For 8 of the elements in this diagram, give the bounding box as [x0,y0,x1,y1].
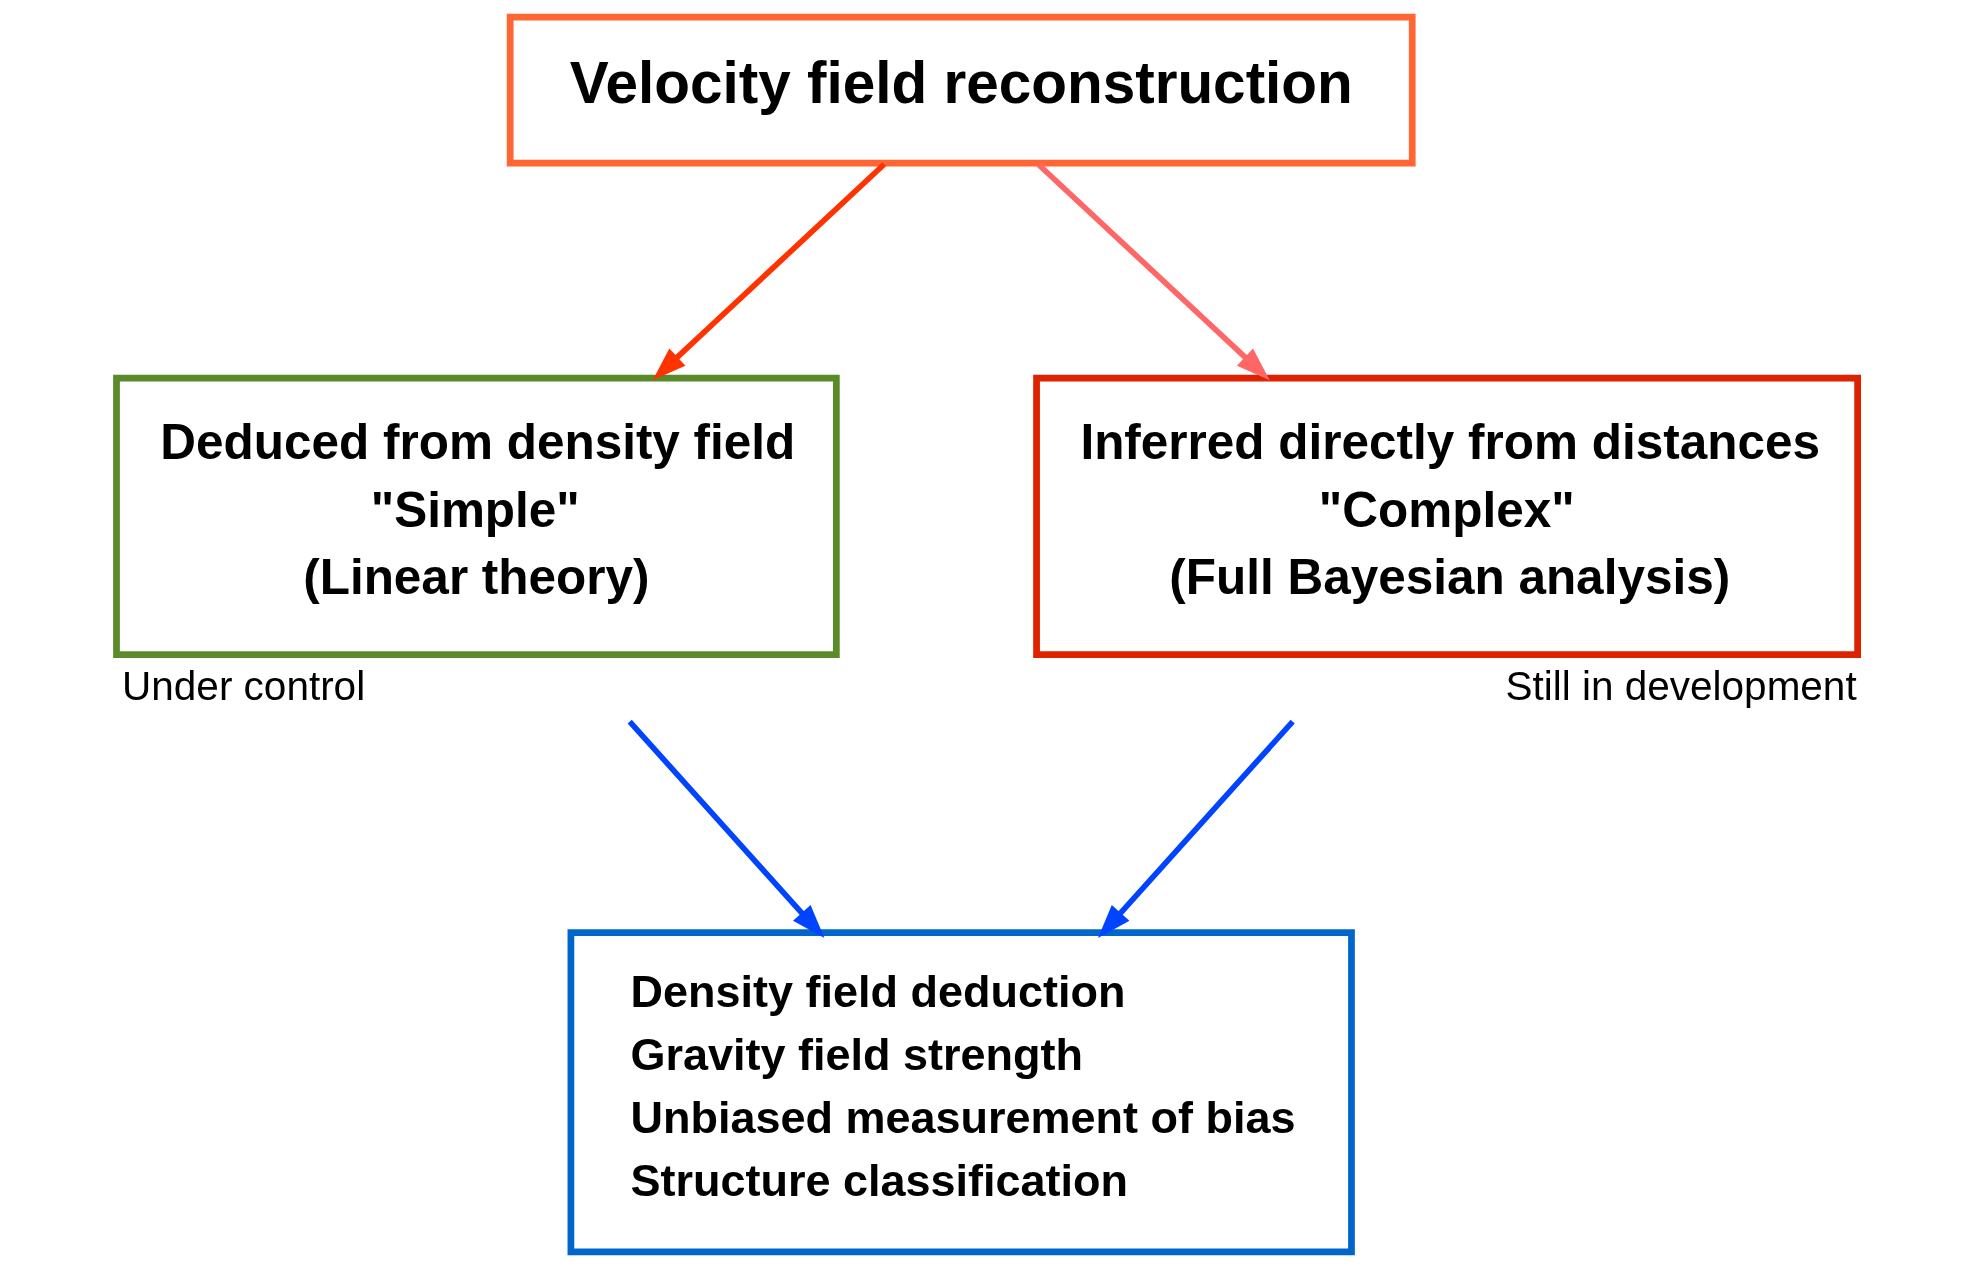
node-box: Density field deduction Gravity field strength Unbiased measurement of bias Structure classification [567,929,1355,1256]
node-label: Still in development [1505,662,1857,709]
node-box: Velocity field reconstruction [506,13,1416,167]
arrow [1036,162,1270,381]
arrow [627,719,825,939]
arrow [652,162,887,381]
arrow [1098,719,1295,939]
node-label: Under control [122,662,366,709]
